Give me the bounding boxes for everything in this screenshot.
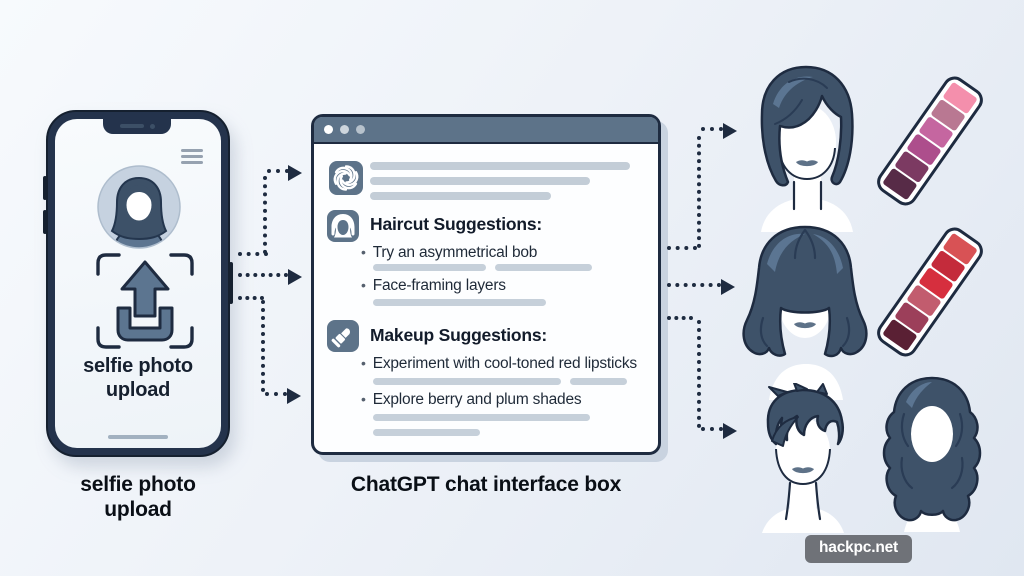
haircut-section-title: Haircut Suggestions: xyxy=(370,214,542,234)
makeup-section-title: Makeup Suggestions: xyxy=(370,325,548,345)
suggestion-item: Try an asymmetrical bob xyxy=(361,244,538,262)
suggestion-item: Face-framing layers xyxy=(361,277,506,295)
home-indicator xyxy=(108,434,168,439)
phone-volume-button xyxy=(43,210,47,234)
window-control-dot[interactable] xyxy=(324,125,333,134)
arrowhead-icon xyxy=(723,423,737,439)
placeholder-line xyxy=(373,378,561,385)
placeholder-line xyxy=(370,162,630,170)
phone-volume-button xyxy=(43,176,47,200)
window-control-dot[interactable] xyxy=(356,125,365,134)
placeholder-line xyxy=(373,429,480,436)
smartphone: selfie photo upload xyxy=(43,110,233,457)
speaker-slot xyxy=(120,124,144,128)
phone-caption: selfie photo upload xyxy=(80,473,196,521)
watermark-badge: hackpc.net xyxy=(805,535,912,563)
placeholder-line xyxy=(370,192,551,200)
hairstyle-face-framing-layers xyxy=(742,225,868,400)
chat-caption: ChatGPT chat interface box xyxy=(350,473,622,496)
phone-power-button xyxy=(229,262,233,304)
arrowhead-icon xyxy=(723,123,737,139)
lipstick-palette-pink-plum xyxy=(872,71,988,211)
arrowhead-icon xyxy=(288,269,302,285)
hairstyle-long-curly xyxy=(882,376,982,532)
lipstick-icon xyxy=(327,320,359,352)
arrowhead-icon xyxy=(288,165,302,181)
arrowhead-icon xyxy=(287,388,301,404)
phone-screen: selfie photo upload xyxy=(55,119,221,448)
haircut-icon xyxy=(327,210,359,242)
lipstick-palette-red-berry xyxy=(872,222,988,362)
placeholder-line xyxy=(373,264,486,271)
phone-screen-label: selfie photo upload xyxy=(83,355,193,401)
arrowhead-icon xyxy=(721,279,735,295)
placeholder-line xyxy=(570,378,627,385)
hairstyle-asymmetrical-bob xyxy=(760,65,854,232)
placeholder-line xyxy=(495,264,592,271)
phone-notch xyxy=(103,119,171,134)
suggestion-item: Experiment with cool-toned red lipsticks xyxy=(361,355,637,373)
woman-avatar-icon xyxy=(97,165,181,249)
scan-corner-brackets xyxy=(96,253,194,349)
chatgpt-logo-icon xyxy=(329,161,363,195)
suggestion-item: Explore berry and plum shades xyxy=(361,391,582,409)
hamburger-menu-icon[interactable] xyxy=(181,149,203,167)
placeholder-line xyxy=(370,177,590,185)
window-control-dot[interactable] xyxy=(340,125,349,134)
chatgpt-chat-window: Haircut Suggestions: Try an asymmetrical… xyxy=(311,114,661,455)
window-titlebar xyxy=(314,117,658,144)
placeholder-line xyxy=(373,414,590,421)
placeholder-line xyxy=(373,299,546,306)
hairstyle-pixie-cut xyxy=(762,383,845,533)
camera-dot xyxy=(150,124,155,129)
upload-icon[interactable] xyxy=(110,258,180,344)
